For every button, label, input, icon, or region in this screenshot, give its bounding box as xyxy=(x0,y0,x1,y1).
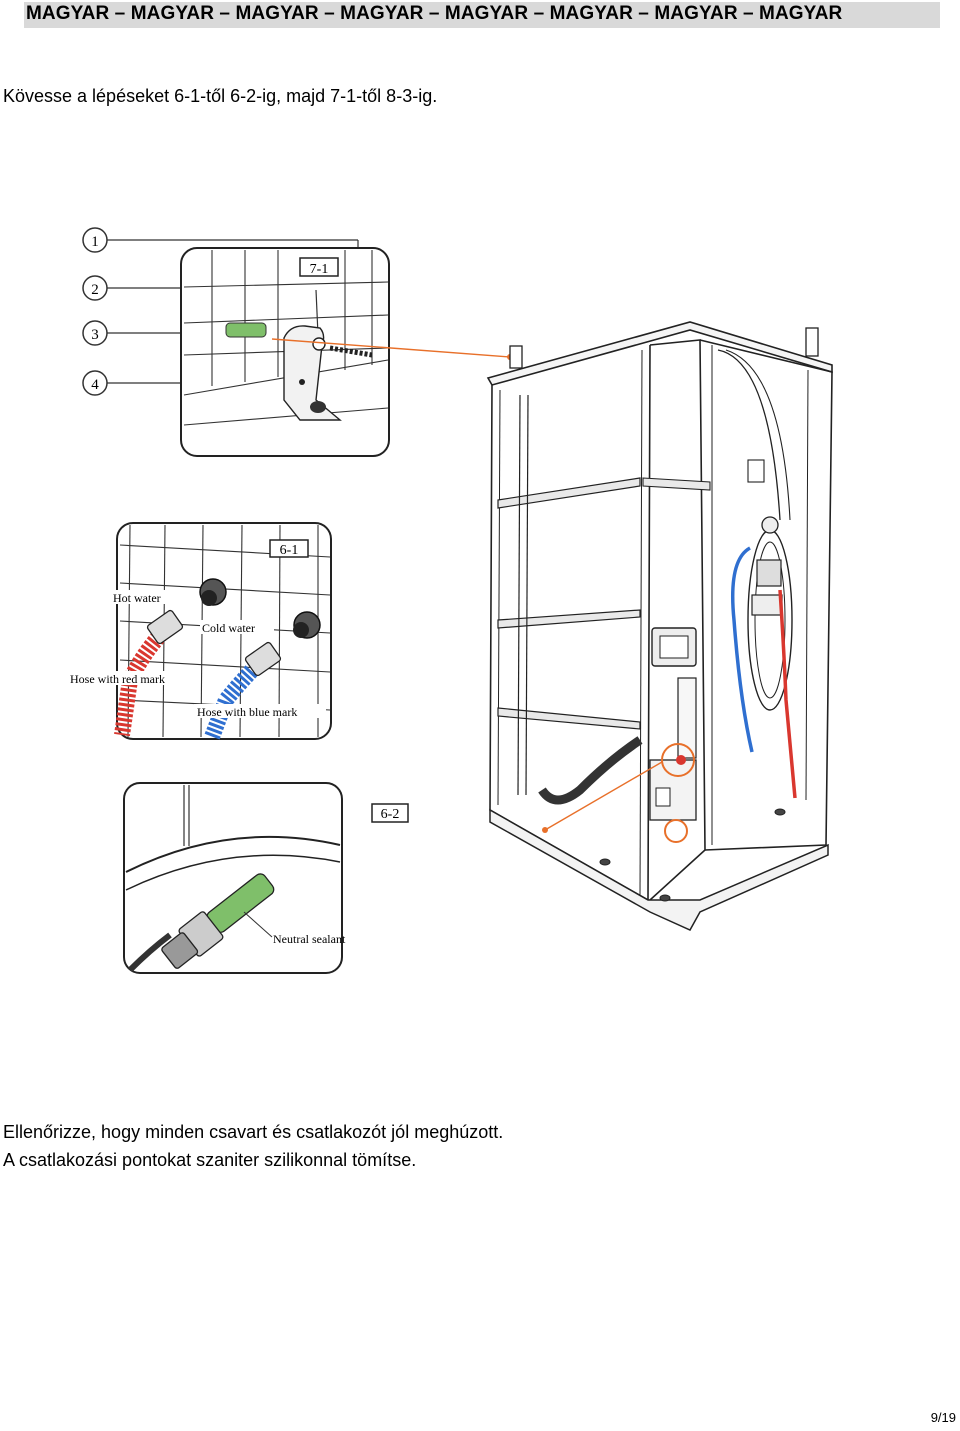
language-header-bar xyxy=(24,2,940,28)
connection-highlights xyxy=(542,743,695,843)
cabin-blue-hose xyxy=(730,546,754,753)
step-label-6-2: 6-2 xyxy=(381,807,400,822)
callout-1: 1 xyxy=(82,227,359,345)
installation-figure: 1 2 3 4 xyxy=(66,227,833,974)
note-line-2: A csatlakozási pontokat szaniter sziliko… xyxy=(3,1150,417,1170)
step-label-6-1: 6-1 xyxy=(280,543,299,558)
label-hose-red: Hose with red mark xyxy=(70,672,165,686)
cabin-red-hose xyxy=(778,589,797,799)
callout-3-label: 3 xyxy=(91,327,99,343)
label-neutral-sealant: Neutral sealant xyxy=(273,932,346,946)
callout-1-label: 1 xyxy=(91,234,99,250)
note-line-1: Ellenőrizze, hogy minden csavart és csat… xyxy=(3,1122,504,1142)
detail-6-1: 6-1 Hot water Cold water Hose with red m… xyxy=(66,522,332,740)
step-label-7-1: 7-1 xyxy=(310,262,329,277)
label-hose-blue: Hose with blue mark xyxy=(197,705,297,719)
shower-cabin-drawing xyxy=(486,321,833,931)
label-hot-water: Hot water xyxy=(113,591,161,605)
label-cold-water: Cold water xyxy=(202,621,255,635)
intro-instruction: Kövesse a lépéseket 6-1-től 6-2-ig, majd… xyxy=(3,86,438,106)
language-header: MAGYAR – MAGYAR – MAGYAR – MAGYAR – MAGY… xyxy=(26,3,843,24)
callout-3: 3 xyxy=(82,320,232,346)
callout-2-label: 2 xyxy=(91,282,99,298)
detail-6-2: Neutral sealant 6-2 xyxy=(123,782,409,974)
detail-7-1: 7-1 xyxy=(180,247,390,457)
page-number: 9/19 xyxy=(930,1410,956,1425)
callout-4-label: 4 xyxy=(91,377,99,393)
